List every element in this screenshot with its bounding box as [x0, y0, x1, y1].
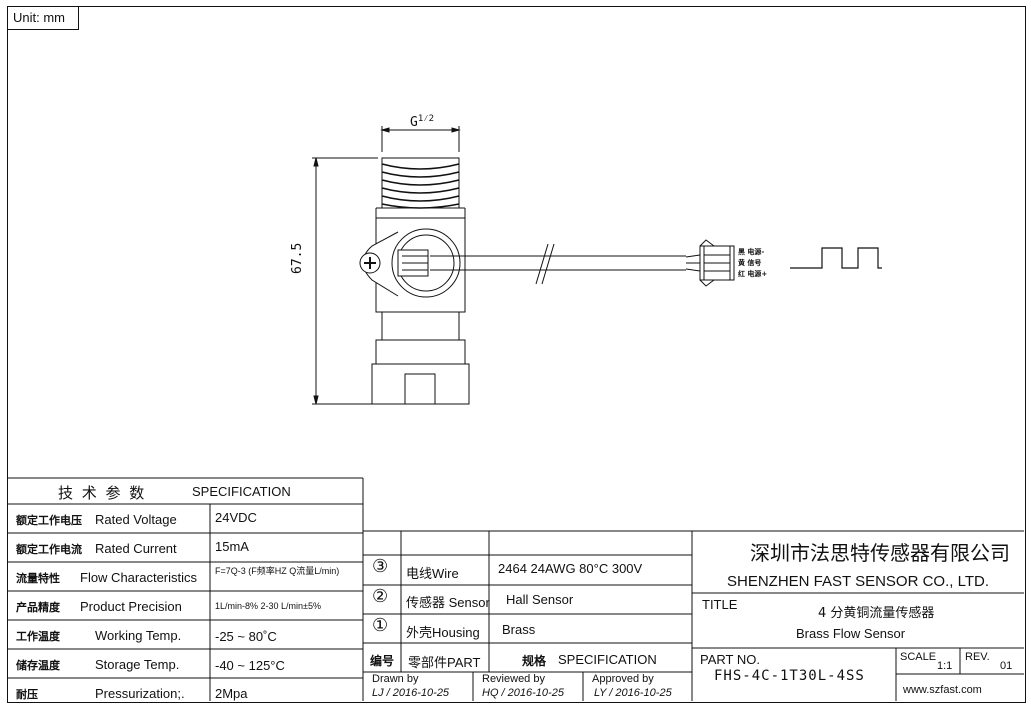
spec-value: F=7Q-3 (F频率HZ Q流量L/min)	[215, 566, 340, 576]
spec-label-cn: 额定工作电流	[16, 543, 82, 556]
spec-label-cn: 耐压	[16, 688, 38, 701]
wire-label-red: 红 电源+	[738, 270, 768, 278]
spec-value: 15mA	[215, 539, 249, 554]
thread-lines	[381, 163, 460, 209]
scale-label: SCALE	[900, 651, 937, 663]
pulse-waveform	[790, 247, 882, 269]
title-cn: 4 分黄铜流量传感器	[818, 606, 935, 621]
part-spec: Brass	[502, 622, 536, 637]
spec-label-cn: 额定工作电压	[16, 514, 82, 527]
spec-label-cn: 工作温度	[16, 630, 60, 643]
spec-value: 1L/min-8% 2-30 L/min±5%	[215, 601, 321, 611]
reviewed-by-value: HQ / 2016-10-25	[482, 687, 564, 699]
height-arrow-top	[313, 157, 319, 167]
spec-label-en: Flow Characteristics	[80, 570, 198, 585]
spec-label-en: Working Temp.	[95, 628, 182, 643]
parts-header-no: 编号	[370, 654, 395, 668]
spec-value: -25 ~ 80˚C	[215, 629, 277, 644]
drawn-by-value: LJ / 2016-10-25	[372, 687, 450, 699]
rev-label: REV.	[965, 651, 990, 663]
spec-value: 2Mpa	[215, 686, 248, 701]
break-mark-2	[541, 243, 555, 285]
part-number: ②	[372, 586, 389, 606]
part-spec: Hall Sensor	[506, 592, 574, 607]
parts-header-spec-cn: 规格	[522, 654, 547, 668]
thread-arrow-right	[451, 127, 461, 133]
company-name-en: SHENZHEN FAST SENSOR CO., LTD.	[727, 573, 989, 590]
spec-label-en: Pressurization;.	[95, 686, 185, 701]
approved-by-label: Approved by	[592, 673, 654, 685]
part-number: ①	[372, 615, 389, 635]
spec-label-cn: 储存温度	[16, 659, 60, 672]
spec-value: 24VDC	[215, 510, 257, 525]
title-en: Brass Flow Sensor	[796, 626, 906, 641]
height-dimension: 67.5	[290, 242, 305, 274]
part-spec: 2464 24AWG 80°C 300V	[498, 561, 643, 576]
part-name: 传感器 Sensor	[406, 595, 490, 610]
wire-label-black: 黑 电源-	[738, 248, 765, 256]
thread-label: G1⁄2	[410, 114, 435, 130]
spec-header-en: SPECIFICATION	[192, 484, 291, 499]
spec-label-en: Rated Voltage	[95, 512, 177, 527]
spec-label-en: Product Precision	[80, 599, 182, 614]
spec-label-en: Storage Temp.	[95, 657, 180, 672]
wire-label-yellow: 黄 信号	[738, 259, 762, 267]
spec-value: -40 ~ 125°C	[215, 658, 285, 673]
title-label: TITLE	[702, 597, 738, 612]
company-name-cn: 深圳市法思特传感器有限公司	[750, 541, 1010, 565]
drawn-by-label: Drawn by	[372, 673, 419, 685]
drawing-frame	[7, 6, 1026, 703]
part-no-label: PART NO.	[700, 652, 760, 667]
part-no-value: FHS-4C-1T30L-4SS	[714, 668, 865, 684]
table-grid	[7, 477, 1024, 701]
break-mark-1	[535, 243, 549, 285]
spec-label-en: Rated Current	[95, 541, 177, 556]
spec-header-cn: 技 术 参 数	[58, 484, 147, 502]
scale-value: 1:1	[937, 660, 953, 672]
parts-header-part: 零部件PART	[408, 655, 481, 670]
spec-label-cn: 流量特性	[16, 572, 60, 585]
approved-by-value: LY / 2016-10-25	[594, 687, 672, 699]
part-number: ③	[372, 556, 389, 576]
reviewed-by-label: Reviewed by	[482, 673, 545, 685]
thread-arrow-left	[380, 127, 390, 133]
part-name: 电线Wire	[406, 566, 459, 581]
spec-label-cn: 产品精度	[16, 601, 60, 614]
parts-header-spec-en: SPECIFICATION	[558, 652, 657, 667]
unit-label: Unit: mm	[7, 6, 79, 30]
part-name: 外壳Housing	[406, 625, 480, 640]
rev-value: 01	[1000, 660, 1013, 672]
height-arrow-bottom	[313, 395, 319, 405]
website: www.szfast.com	[903, 684, 982, 696]
